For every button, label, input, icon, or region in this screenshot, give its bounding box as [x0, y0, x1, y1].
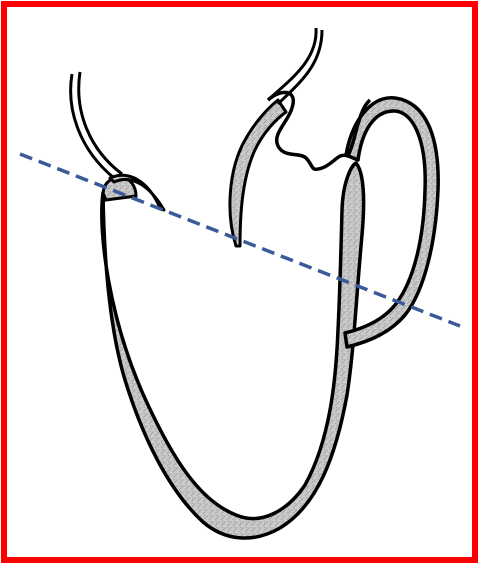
- septal-leaflet: [230, 100, 286, 246]
- frame-border: [4, 4, 475, 560]
- vessel-left-inner: [79, 72, 122, 174]
